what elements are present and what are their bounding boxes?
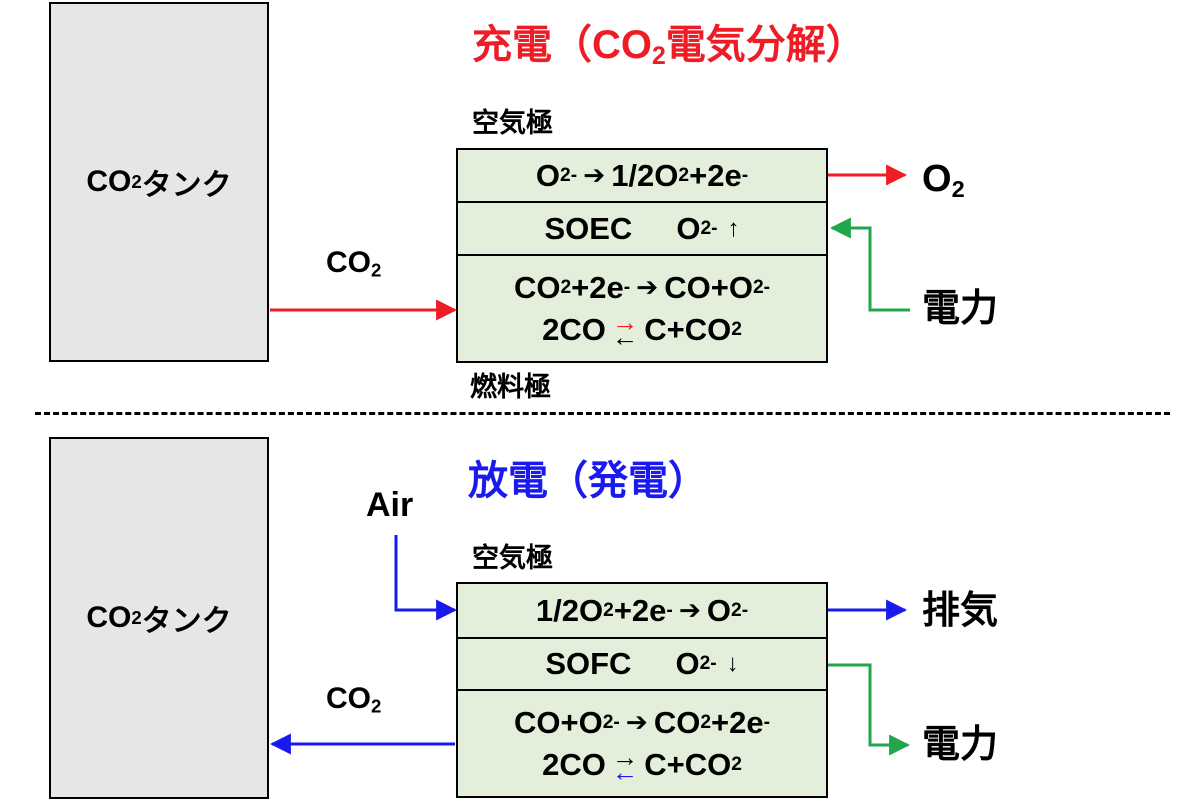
co2-return-label: CO2 (326, 682, 382, 717)
fuel-electrode-label: 燃料極 (470, 372, 551, 402)
arrow-right-icon: ➔ (625, 707, 648, 737)
arrow-right-icon: ➔ (678, 595, 701, 625)
air-electrode-label-discharge: 空気極 (472, 543, 553, 573)
exhaust-label: 排気 (922, 590, 999, 632)
arrow-right-icon: ➔ (583, 160, 606, 190)
power-in-arrow (829, 217, 910, 312)
power-input-label: 電力 (922, 288, 999, 330)
power-output-label: 電力 (922, 724, 999, 766)
arrow-right-icon: ➔ (636, 272, 659, 302)
arrow-up-icon: ↑ (727, 214, 740, 242)
power-out-arrow (828, 663, 911, 756)
section-divider (35, 412, 1170, 415)
co2-feed-label: CO2 (326, 246, 382, 281)
air-electrode-label-charge: 空気極 (472, 108, 553, 138)
air-input-label: Air (366, 486, 414, 524)
equilibrium-arrows-icon: →← (611, 742, 639, 787)
air-in-arrow (394, 535, 458, 621)
discharge-title: 放電（発電） (468, 459, 708, 503)
charge-title: 充電（CO2電気分解） (472, 23, 866, 71)
arrow-down-icon: ↓ (726, 650, 739, 677)
o2-output-label: O2 (922, 158, 965, 202)
equilibrium-arrows-icon: →← (611, 307, 639, 352)
